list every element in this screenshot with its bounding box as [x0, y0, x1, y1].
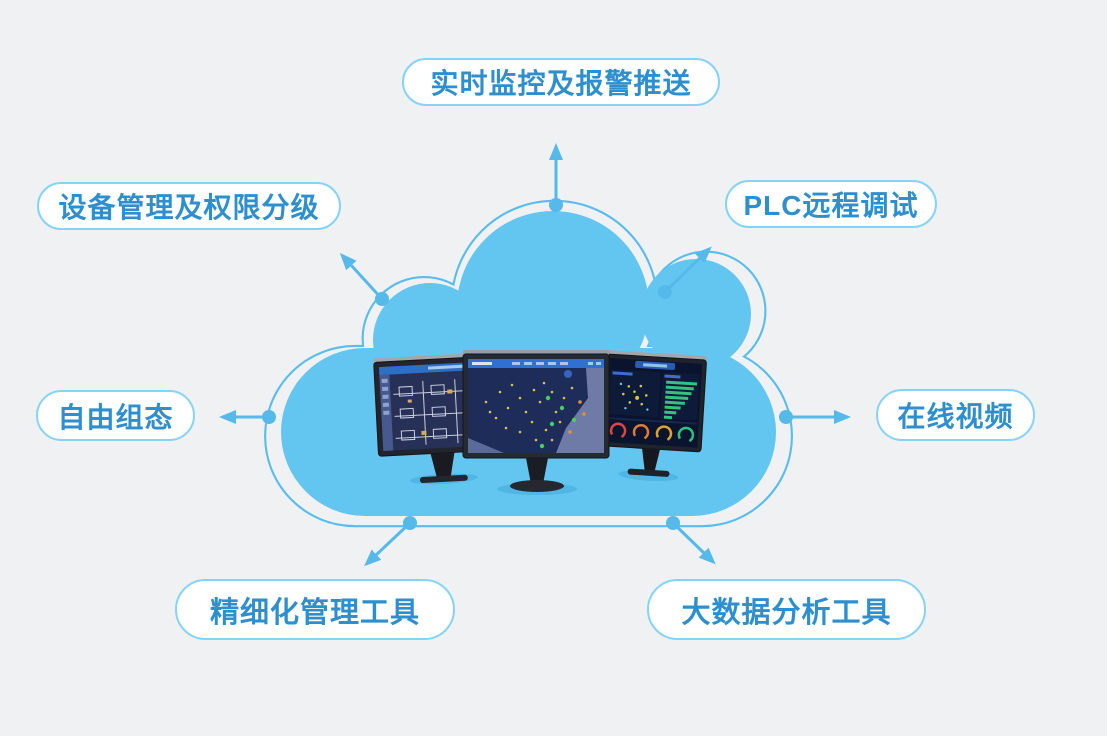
feature-pill-device-management: 设备管理及权限分级: [37, 182, 341, 230]
dashboard-screen-content: [607, 360, 700, 444]
feature-pill-bigdata-analysis-tools: 大数据分析工具: [647, 579, 926, 640]
arrow-top-right-icon: [663, 246, 712, 294]
feature-label: 精细化管理工具: [209, 596, 420, 629]
feature-label: 设备管理及权限分级: [58, 192, 320, 223]
feature-pill-realtime-alerts: 实时监控及报警推送: [402, 58, 720, 106]
analytics-dashboard-monitor: [599, 350, 707, 482]
arrow-bottom-left-icon: [364, 521, 412, 567]
connector-dot-top-right: [658, 285, 672, 299]
connector-dot-bottom-right: [666, 516, 680, 530]
feature-label: 自由组态: [57, 401, 174, 433]
connector-dot-top: [549, 198, 563, 212]
feature-pill-plc-remote-debug: PLC远程调试: [725, 180, 937, 228]
feature-label: 实时监控及报警推送: [430, 68, 692, 99]
monitor-stand: [526, 458, 548, 484]
arrow-bottom-right-icon: [671, 521, 716, 565]
connector-dot-right: [779, 410, 793, 424]
monitor-stand: [642, 448, 660, 472]
connector-dot-top-left: [375, 292, 389, 306]
china-map-monitor: [462, 350, 610, 495]
monitor-stand: [430, 452, 455, 478]
connector-dot-bottom-left: [403, 516, 417, 530]
feature-label: 大数据分析工具: [681, 596, 892, 629]
connector-dot-left: [262, 410, 276, 424]
feature-pill-online-video: 在线视频: [876, 389, 1035, 441]
map-screen-content: [468, 359, 604, 453]
feature-label: PLC远程调试: [743, 190, 919, 221]
arrow-top-left-icon: [339, 252, 384, 301]
feature-label: 在线视频: [897, 401, 1014, 432]
feature-pill-fine-management-tools: 精细化管理工具: [175, 579, 455, 640]
feature-pill-free-configuration: 自由组态: [36, 390, 195, 441]
